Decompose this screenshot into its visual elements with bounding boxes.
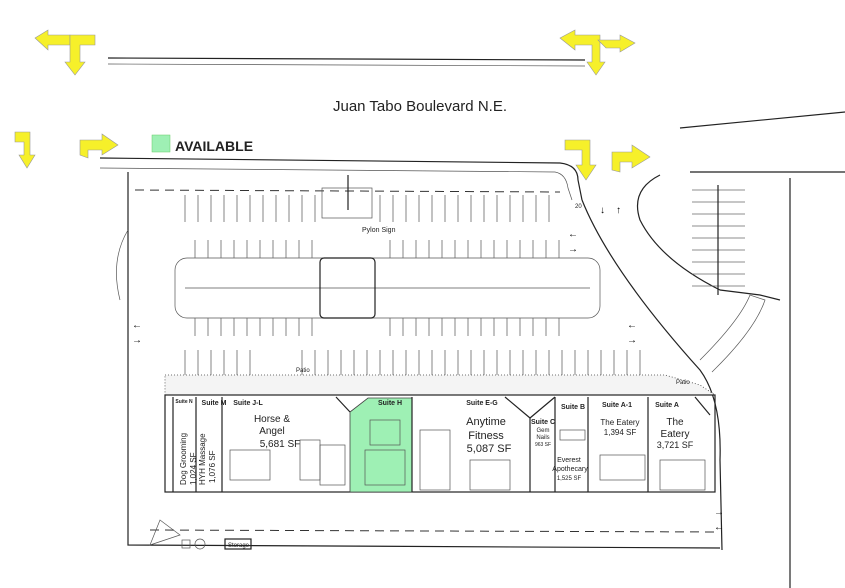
everest-area: 1,525 SF: [557, 476, 582, 482]
road-median: [107, 57, 586, 67]
svg-text:1,076 SF: 1,076 SF: [208, 450, 217, 483]
everest-tenant: Everest: [557, 457, 581, 464]
svg-text:←: ←: [568, 229, 578, 240]
patio-label: Patio: [296, 368, 310, 374]
storefront-walkway: Patio Patio: [164, 368, 717, 396]
sidewalk: [99, 157, 583, 201]
parking-row-middle: [194, 240, 560, 336]
gem-nails-area: 963 SF: [535, 442, 551, 448]
anytime-fitness-area: 5,087 SF: [467, 443, 512, 455]
storage-box: [224, 538, 252, 550]
horse-angel-tenant: Horse &: [254, 414, 290, 425]
turn-arrow-icon: [559, 29, 606, 76]
eatery-a-tenant: The: [666, 417, 684, 428]
svg-text:1,024 SF: 1,024 SF: [189, 452, 198, 485]
turn-arrow-icon: [14, 131, 36, 169]
svg-text:→: →: [132, 335, 142, 346]
anytime-fitness-tenant-2: Fitness: [468, 430, 504, 442]
pylon-sign-label: Pylon Sign: [362, 227, 396, 234]
parking-row-top: [184, 195, 550, 222]
gem-nails-tenant: Gem: [536, 428, 549, 434]
parking-row-front: [184, 350, 641, 375]
marker-label: 20: [575, 204, 582, 210]
eatery-a-area: 3,721 SF: [657, 440, 694, 450]
legend-swatch: [151, 134, 171, 153]
turn-arrow-icon: [611, 144, 651, 173]
patio-label: Patio: [676, 380, 690, 386]
svg-text:Dog Grooming: Dog Grooming: [179, 433, 188, 485]
building: [164, 394, 716, 493]
suite-jl-label: Suite J-L: [233, 400, 263, 407]
everest-tenant-2: Apothecary: [552, 466, 588, 473]
turn-arrow-icon: [64, 34, 96, 76]
svg-text:↓: ↓: [600, 205, 605, 216]
turn-arrow-icon: [79, 133, 119, 159]
suite-eg-label: Suite E-G: [466, 400, 498, 407]
eatery-a-tenant-2: Eatery: [661, 429, 690, 440]
hyh-massage-tenant: HYH Massage 1,076 SF: [198, 433, 217, 485]
horse-angel-area: 5,681 SF: [260, 439, 301, 450]
suite-n-label: Suite N: [175, 399, 193, 405]
legend-label: AVAILABLE: [175, 138, 253, 154]
storage-label: Storage: [228, 543, 250, 549]
eatery-a1-tenant: The Eatery: [600, 418, 639, 427]
lane-arrows: ← → ← → ← → ↓ ↑ → ←: [132, 205, 724, 533]
suite-a1-label: Suite A-1: [602, 402, 632, 409]
svg-text:HYH Massage: HYH Massage: [198, 433, 207, 485]
svg-text:→: →: [627, 335, 637, 346]
adjacent-parking-lot: [636, 111, 845, 588]
suite-m-label: Suite M: [202, 400, 227, 407]
parking-island: [174, 257, 601, 319]
suite-h-label: Suite H: [378, 400, 402, 407]
svg-text:→: →: [714, 507, 724, 518]
suite-a-label: Suite A: [655, 402, 679, 409]
eatery-a1-area: 1,394 SF: [604, 428, 637, 437]
svg-text:↑: ↑: [616, 205, 621, 216]
svg-text:→: →: [568, 244, 578, 255]
svg-text:←: ←: [627, 320, 637, 331]
suite-labels: Suite N Suite M Suite J-L Suite H Suite …: [175, 399, 693, 485]
turn-arrow-icon: [34, 29, 71, 51]
gem-nails-tenant-2: Nails: [536, 435, 549, 441]
anytime-fitness-tenant: Anytime: [466, 416, 506, 428]
turn-arrow-icon: [564, 139, 597, 181]
svg-text:←: ←: [714, 522, 724, 533]
street-name: Juan Tabo Boulevard N.E.: [333, 98, 507, 115]
turn-arrow-icon: [597, 34, 636, 53]
pylon-sign-base: [321, 187, 373, 219]
suite-c-label: Suite C: [531, 419, 555, 426]
suite-b-label: Suite B: [561, 404, 585, 411]
dog-grooming-tenant: Dog Grooming 1,024 SF: [179, 433, 198, 485]
horse-angel-tenant-2: Angel: [259, 426, 285, 437]
traffic-arrows: [14, 29, 651, 181]
rear-drive: Storage: [149, 519, 721, 550]
svg-text:←: ←: [132, 320, 142, 331]
site-boundary: [116, 172, 723, 551]
